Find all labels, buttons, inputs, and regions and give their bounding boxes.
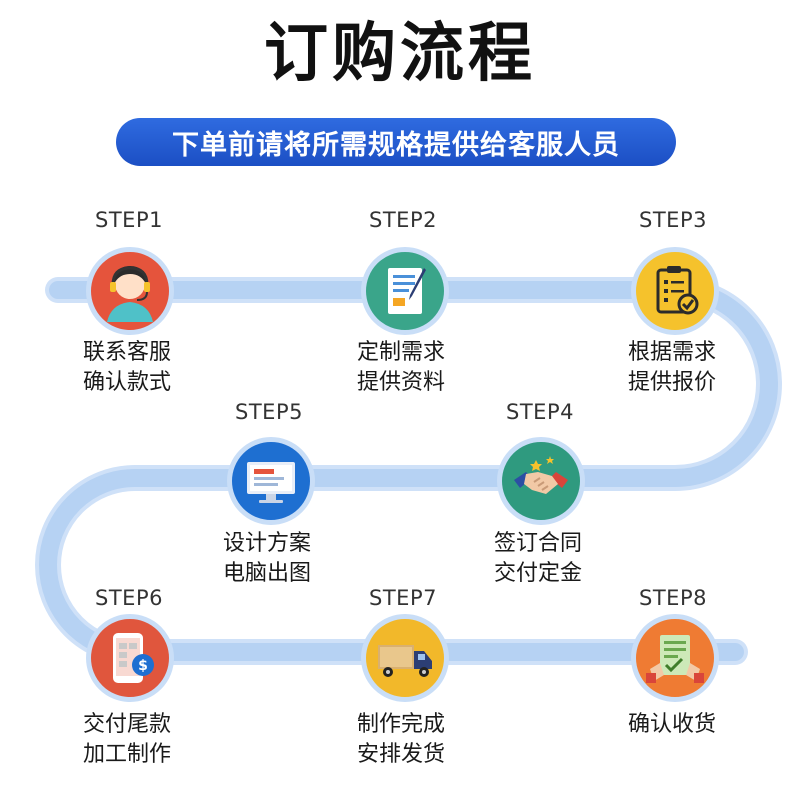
step2-circle (361, 247, 449, 335)
svg-text:$: $ (138, 658, 148, 674)
step7-label: STEP7 (369, 586, 437, 610)
customer-service-icon (107, 266, 153, 322)
step2-desc: 定制需求 提供资料 (301, 338, 501, 398)
step6-circle: $ (86, 614, 174, 702)
step5-desc: 设计方案 电脑出图 (167, 529, 367, 589)
step7-desc: 制作完成 安排发货 (301, 710, 501, 770)
step4-circle (497, 437, 585, 525)
step7-line1: 制作完成 (356, 712, 445, 737)
step1-circle (86, 247, 174, 335)
step3-label: STEP3 (639, 208, 707, 232)
step1-line2: 确认款式 (82, 370, 171, 395)
phone-payment-icon: $ (113, 633, 154, 683)
step3-desc: 根据需求 提供报价 (572, 338, 772, 398)
step6-desc: 交付尾款 加工制作 (27, 710, 227, 770)
step5-label: STEP5 (235, 400, 303, 424)
step4-line1: 签订合同 (493, 531, 582, 556)
step2-line1: 定制需求 (356, 340, 445, 365)
step6-line2: 加工制作 (82, 742, 171, 767)
step4-label: STEP4 (506, 400, 574, 424)
step1-line1: 联系客服 (82, 340, 171, 365)
step5-line2: 电脑出图 (222, 561, 311, 586)
step8-circle (631, 614, 719, 702)
step3-line2: 提供报价 (627, 370, 716, 395)
clipboard-check-icon (656, 266, 699, 315)
step6-label: STEP6 (95, 586, 163, 610)
receipt-confirm-icon (646, 635, 704, 683)
step8-label: STEP8 (639, 586, 707, 610)
step4-line2: 交付定金 (493, 561, 582, 586)
step2-label: STEP2 (369, 208, 437, 232)
step5-circle (227, 437, 315, 525)
step3-circle (631, 247, 719, 335)
step4-desc: 签订合同 交付定金 (438, 529, 638, 589)
page-title: 订购流程 (264, 17, 536, 91)
subtitle-text: 下单前请将所需规格提供给客服人员 (172, 129, 620, 161)
step8-line1: 确认收货 (627, 712, 716, 737)
step3-line1: 根据需求 (627, 340, 716, 365)
step2-line2: 提供资料 (356, 370, 445, 395)
step6-line1: 交付尾款 (82, 712, 171, 737)
step1-desc: 联系客服 确认款式 (27, 338, 227, 398)
subtitle-banner: 下单前请将所需规格提供给客服人员 (116, 118, 676, 166)
step1-label: STEP1 (95, 208, 163, 232)
step5-line1: 设计方案 (222, 531, 311, 556)
document-pen-icon (388, 268, 426, 314)
step7-line2: 安排发货 (356, 742, 445, 767)
step7-circle (361, 614, 449, 702)
handshake-icon (514, 456, 568, 494)
monitor-icon (247, 462, 295, 503)
delivery-truck-icon (378, 645, 432, 677)
step8-desc: 确认收货 (572, 710, 772, 740)
